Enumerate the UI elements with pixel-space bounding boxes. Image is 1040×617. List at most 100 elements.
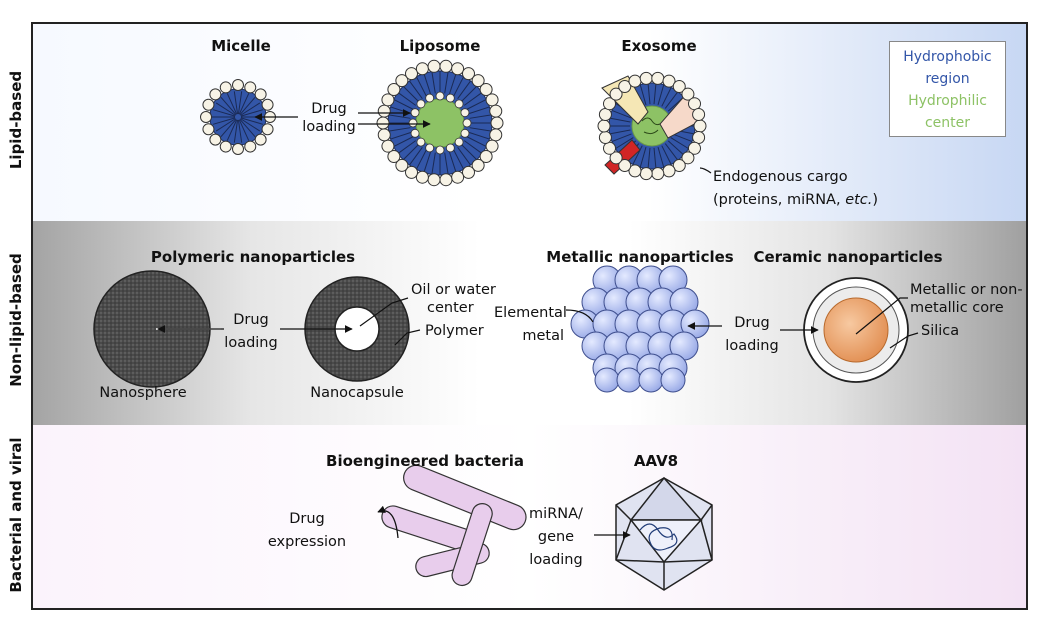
liposome-tail [453,149,465,170]
liposome-tail [388,127,411,132]
exosome-tail [647,83,651,105]
aav8-title: AAV8 [633,452,679,470]
liposome-tail [402,85,420,103]
exosome-tail [611,110,632,119]
exosome-head [628,164,642,178]
liposome-tail [466,136,487,148]
exosome-tail [657,147,665,168]
liposome-tail [460,85,478,103]
elemental-metal-label: Elemental metal [494,305,567,344]
bacterial-viral-band [33,425,1026,608]
liposome-inner-head [410,128,420,138]
micelle-head [202,98,215,111]
micelle-head [261,123,274,136]
exosome-head [681,151,695,165]
polymer-label: Polymer [425,323,484,339]
liposome-outer-head [427,173,441,187]
liposome-outer-head [381,139,395,153]
micelle-tail [237,119,243,143]
liposome-inner-head [410,108,420,118]
liposome-tail [397,140,417,154]
micelle-tail [240,102,261,116]
micelle-head [219,140,232,153]
liposome-tail [431,152,436,175]
exosome-tail [664,91,679,109]
exosome-head [688,141,702,155]
exosome-cargo [641,117,663,135]
liposome-tail [393,98,414,110]
liposome-outer-head [395,158,409,172]
liposome-tail [469,127,492,132]
bacteria-illustration [381,464,527,587]
exosome-tail [667,140,685,156]
exosome-head [672,79,686,93]
metal-atom [616,367,642,393]
exosome-head [598,108,612,122]
liposome-outer-head [377,104,391,118]
exosome-head [602,97,616,111]
liposome-tail [388,114,411,119]
liposome-outer-head [490,116,504,130]
exosome-head [609,151,623,165]
liposome-tail [448,73,457,95]
micelle-head [232,79,244,91]
exosome-tail [661,87,672,107]
elemental-leader [565,309,594,323]
exosome-head [602,141,616,155]
exosome-tail [664,143,679,161]
liposome-tail [466,98,487,110]
exosome-head [597,119,611,133]
liposome-outer-head [387,150,401,164]
exosome-head [609,87,623,101]
liposome-outer-head [415,62,429,76]
liposome-outer-head [451,62,465,76]
micelle-head [244,81,257,94]
liposome-outer-head [451,170,465,184]
exosome-tail [672,133,693,142]
liposome-inner-head [460,108,470,118]
drug-expression-label: Drug expression [267,511,347,550]
exosome-head [681,87,695,101]
exosome-head [639,167,653,181]
liposome-outer-head [479,150,493,164]
liposome-tail [415,149,427,170]
liposome-inner-head [416,99,426,109]
exosome-head [618,79,632,93]
metal-atom [594,367,620,393]
liposome-inner-head [454,99,464,109]
liposome-illustration [376,59,504,187]
liposome-tail [393,136,414,148]
exosome-head [662,164,676,178]
metallic-nanoparticle-illustration [570,265,710,393]
exosome-head [628,74,642,88]
metal-atom [638,367,664,393]
micelle-head [219,81,232,94]
metal-drug-label: Drug loading [725,315,779,354]
liposome-inner-head [425,93,435,103]
liposome-tail [402,143,420,161]
liposome-tail [468,106,490,115]
liposome-outer-head [439,59,453,73]
liposome-inner-head [408,118,418,128]
liposome-tail [453,76,465,97]
bacteria-arrow [377,505,399,539]
liposome-tail [457,80,471,100]
exosome-head [688,97,702,111]
exosome-tail [639,84,647,105]
exosome-tail [653,83,657,105]
micelle-tail [238,93,250,115]
micelle-head [200,111,212,123]
micelle-tail [238,119,250,141]
micelle-tail [220,97,237,116]
liposome-inner-head [460,128,470,138]
exosome-head [662,74,676,88]
liposome-inner-head [454,137,464,147]
micelle-head [209,133,222,146]
micelle-tail [212,109,236,117]
liposome-outer-head [485,139,499,153]
liposome-inner-head [416,137,426,147]
aav8-capsid-illustration [615,476,713,591]
liposome-inner-head [445,143,455,153]
micelle-head [244,140,257,153]
